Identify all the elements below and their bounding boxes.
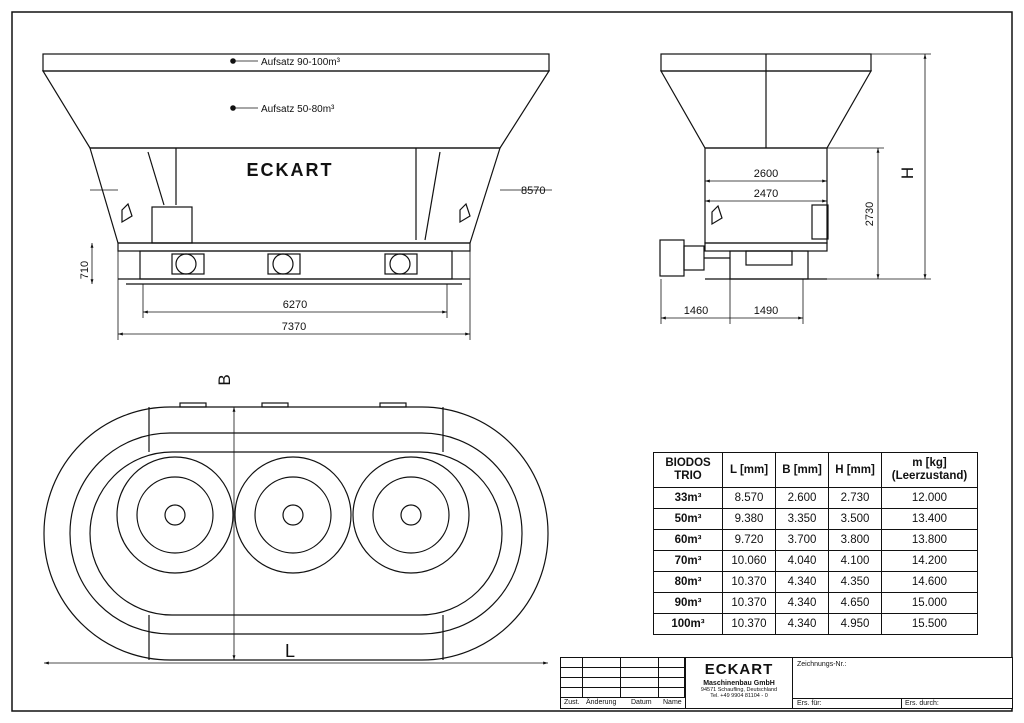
cell-mass: 13.400 bbox=[881, 508, 978, 530]
cell-mass: 15.500 bbox=[881, 613, 978, 635]
cell-l: 10.060 bbox=[722, 550, 776, 572]
axis-label-l: L bbox=[285, 641, 295, 661]
cell-model: 70m³ bbox=[653, 550, 723, 572]
company-logo-block: ECKART Maschinenbau GmbH 94571 Schauflin… bbox=[685, 658, 793, 708]
side-view bbox=[659, 53, 873, 280]
replaced-by-label: Ers. durch: bbox=[905, 700, 939, 707]
cell-model: 90m³ bbox=[653, 592, 723, 614]
cell-h: 3.800 bbox=[828, 529, 882, 551]
axis-label-h: H bbox=[898, 167, 917, 179]
dim-2730: 2730 bbox=[864, 202, 876, 226]
spec-table-header: BIODOS TRIO L [mm] B [mm] H [mm] m [kg] … bbox=[653, 452, 978, 488]
dim-2470: 2470 bbox=[754, 188, 778, 200]
cell-b: 3.700 bbox=[775, 529, 829, 551]
cell-model: 60m³ bbox=[653, 529, 723, 551]
cell-mass: 13.800 bbox=[881, 529, 978, 551]
company-address: 94571 Schaufling, Deutschland bbox=[700, 687, 778, 693]
drive-motor-2 bbox=[267, 253, 301, 275]
cell-h: 4.100 bbox=[828, 550, 882, 572]
rev-header-zust: Zust. bbox=[564, 699, 580, 706]
auger-3 bbox=[352, 456, 470, 574]
header-l: L [mm] bbox=[722, 452, 776, 488]
front-view bbox=[41, 53, 551, 285]
title-block: Zust. Änderung Datum Name ECKART Maschin… bbox=[560, 657, 1013, 709]
cell-mass: 14.200 bbox=[881, 550, 978, 572]
rev-header-datum: Datum bbox=[631, 699, 652, 706]
dim-7370: 7370 bbox=[282, 321, 306, 333]
cell-b: 2.600 bbox=[775, 487, 829, 509]
cell-mass: 14.600 bbox=[881, 571, 978, 593]
drawing-info: Zeichnungs-Nr.: Ers. für: Ers. durch: bbox=[793, 658, 1012, 708]
spec-table: BIODOS TRIO L [mm] B [mm] H [mm] m [kg] … bbox=[653, 452, 978, 635]
rev-header-name: Name bbox=[663, 699, 682, 706]
cell-h: 2.730 bbox=[828, 487, 882, 509]
company-logo: ECKART bbox=[704, 661, 774, 678]
cell-mass: 12.000 bbox=[881, 487, 978, 509]
cell-model: 50m³ bbox=[653, 508, 723, 530]
cell-b: 4.040 bbox=[775, 550, 829, 572]
top-dimension-lines bbox=[44, 407, 548, 665]
dim-1490: 1490 bbox=[754, 305, 778, 317]
cell-h: 4.950 bbox=[828, 613, 882, 635]
cell-mass: 15.000 bbox=[881, 592, 978, 614]
top-view bbox=[43, 402, 549, 661]
dim-1460: 1460 bbox=[684, 305, 708, 317]
inner-oval bbox=[89, 451, 503, 616]
drive-motor-3 bbox=[384, 253, 418, 275]
cell-l: 10.370 bbox=[722, 571, 776, 593]
cell-h: 3.500 bbox=[828, 508, 882, 530]
dim-8570: 8570 bbox=[521, 185, 545, 197]
auger-1 bbox=[116, 456, 234, 574]
cell-model: 80m³ bbox=[653, 571, 723, 593]
outer-oval bbox=[43, 406, 549, 661]
cell-l: 10.370 bbox=[722, 592, 776, 614]
header-model: BIODOS TRIO bbox=[653, 452, 723, 488]
side-dimension-lines bbox=[660, 53, 931, 324]
cell-l: 8.570 bbox=[722, 487, 776, 509]
front-logo: ECKART bbox=[247, 160, 334, 180]
sheet-border bbox=[11, 11, 1013, 712]
base-frame bbox=[117, 242, 471, 252]
front-dimension-lines bbox=[90, 189, 552, 340]
side-motor bbox=[659, 239, 685, 277]
cell-model: 33m³ bbox=[653, 487, 723, 509]
label-aufsatz-mid: Aufsatz 50-80m³ bbox=[261, 104, 335, 115]
auger-2 bbox=[234, 456, 352, 574]
header-mass: m [kg] (Leerzustand) bbox=[881, 452, 978, 488]
company-name: Maschinenbau GmbH bbox=[703, 680, 775, 687]
company-phone: Tel. +49 9904 81104 - 0 bbox=[710, 693, 768, 699]
drive-motor-1 bbox=[171, 253, 205, 275]
cell-b: 3.350 bbox=[775, 508, 829, 530]
drawing-number-label: Zeichnungs-Nr.: bbox=[797, 661, 847, 668]
cell-b: 4.340 bbox=[775, 571, 829, 593]
cell-b: 4.340 bbox=[775, 613, 829, 635]
cell-h: 4.350 bbox=[828, 571, 882, 593]
label-aufsatz-top: Aufsatz 90-100m³ bbox=[261, 57, 341, 68]
cell-model: 100m³ bbox=[653, 613, 723, 635]
dim-710: 710 bbox=[79, 261, 91, 279]
inspection-hatch bbox=[151, 206, 193, 244]
axis-label-b: B bbox=[215, 374, 234, 385]
cell-h: 4.650 bbox=[828, 592, 882, 614]
header-b: B [mm] bbox=[775, 452, 829, 488]
cell-b: 4.340 bbox=[775, 592, 829, 614]
cell-l: 10.370 bbox=[722, 613, 776, 635]
header-h: H [mm] bbox=[828, 452, 882, 488]
dim-2600: 2600 bbox=[754, 168, 778, 180]
replacement-for-label: Ers. für: bbox=[797, 700, 822, 707]
cell-l: 9.380 bbox=[722, 508, 776, 530]
dim-6270: 6270 bbox=[283, 299, 307, 311]
revision-grid: Zust. Änderung Datum Name bbox=[561, 658, 685, 708]
cell-l: 9.720 bbox=[722, 529, 776, 551]
rev-header-aenderung: Änderung bbox=[586, 699, 617, 706]
